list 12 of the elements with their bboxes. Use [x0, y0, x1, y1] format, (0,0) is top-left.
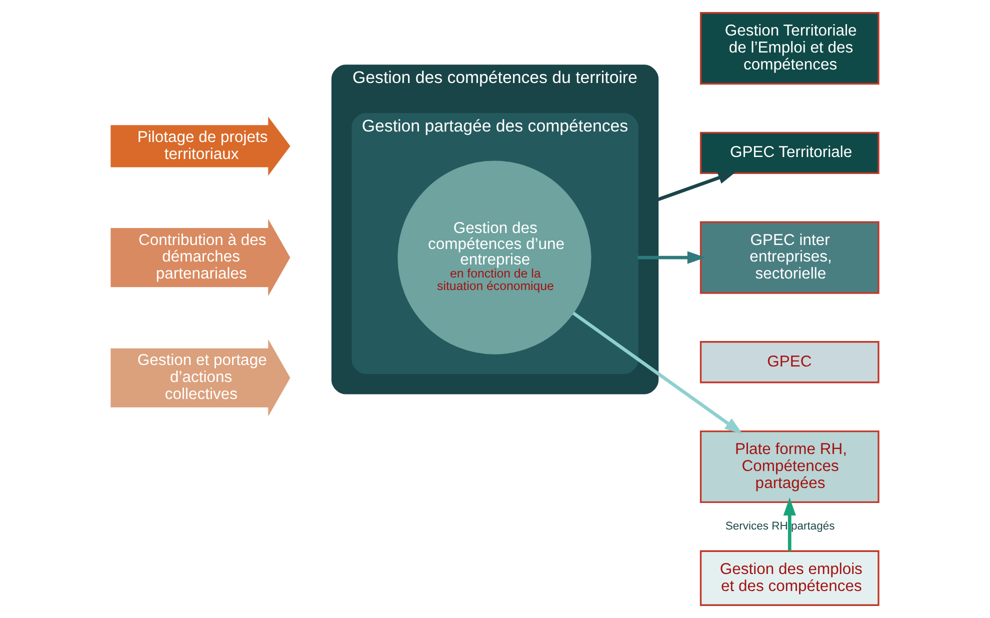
node-box: Gestion Territoriale de l’Emploi et des compétences	[700, 12, 880, 85]
edge-label: Services RH partagés	[725, 520, 835, 532]
node-box: GPEC Territoriale	[700, 132, 880, 174]
arrow	[783, 497, 796, 551]
node-box: Plate forme RH, Compétences partagées	[700, 430, 880, 504]
node-box: Gestion des emplois et des compétences	[700, 550, 880, 606]
arrow	[638, 251, 706, 264]
arrow	[657, 172, 736, 202]
node-box: GPEC	[700, 341, 880, 384]
arrow	[572, 312, 743, 434]
node-circle: Gestion des compétences d’une entreprise en fonction de la situation économique	[398, 160, 592, 354]
node-box: GPEC inter entreprises, sectorielle	[700, 221, 880, 294]
